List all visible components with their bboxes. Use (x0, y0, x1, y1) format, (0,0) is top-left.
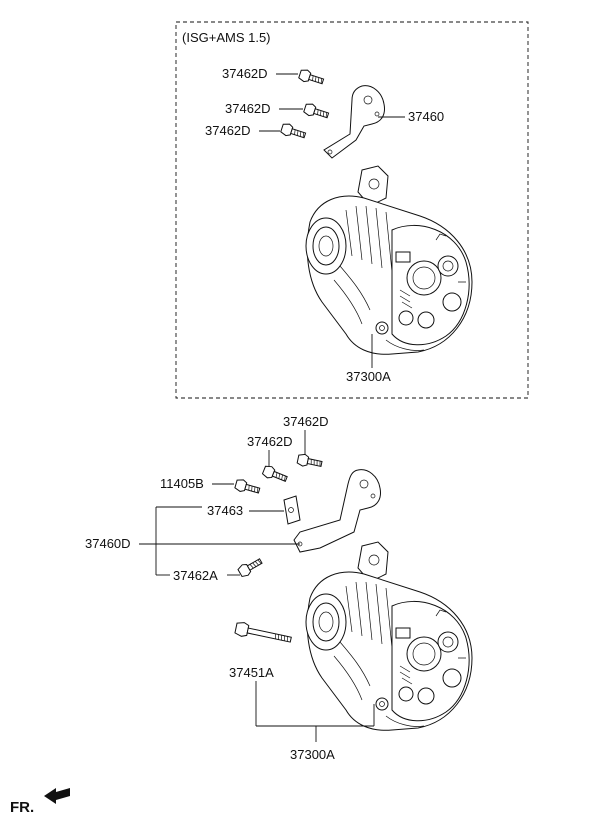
label-37462d-mid: 37462D (247, 434, 293, 449)
label-11405b: 11405B (160, 476, 204, 491)
label-37462a: 37462A (173, 568, 218, 583)
label-37300a-top: 37300A (346, 369, 391, 384)
bracket-37460 (323, 85, 385, 159)
variant-note: (ISG+AMS 1.5) (182, 30, 271, 45)
label-37462d-a: 37462D (222, 66, 268, 81)
alternator-37300a-top (305, 165, 473, 355)
bolt-37462d-mid (261, 463, 290, 486)
front-arrow-icon (44, 788, 70, 804)
label-37300a-bottom: 37300A (290, 747, 335, 762)
direction-label: FR. (10, 799, 34, 816)
bolt-37462d-c (279, 121, 308, 142)
bracket-37460d (293, 469, 381, 553)
bolt-37462a (236, 555, 265, 579)
label-37462d-b: 37462D (225, 101, 271, 116)
bolt-37462d-top (296, 452, 324, 471)
label-37463: 37463 (207, 503, 243, 518)
bolt-37462d-b (302, 101, 331, 122)
alternator-37300a-bottom (305, 541, 473, 731)
label-37451a: 37451A (229, 665, 274, 680)
bolt-11405b (233, 477, 262, 497)
label-37460d: 37460D (85, 536, 131, 551)
long-bolt-37451a (234, 622, 292, 643)
label-37462d-top: 37462D (283, 414, 329, 429)
variant-box (175, 21, 529, 399)
bolt-37462d-a (297, 67, 326, 88)
label-37460: 37460 (408, 109, 444, 124)
clip-37463 (283, 495, 301, 525)
label-37462d-c: 37462D (205, 123, 251, 138)
